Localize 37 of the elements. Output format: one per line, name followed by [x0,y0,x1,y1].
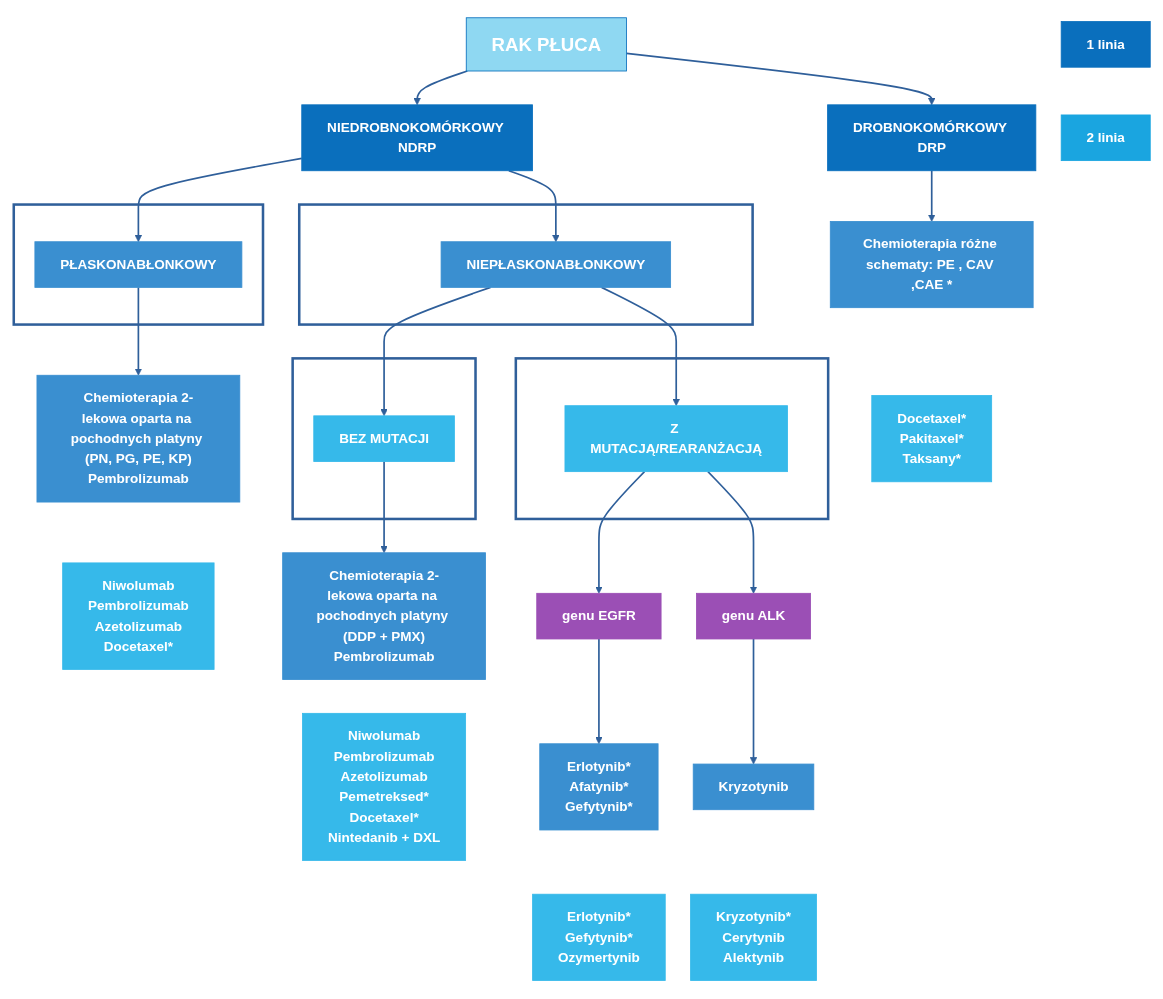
arrow [706,471,757,595]
cluster [12,203,264,327]
node-box: NIEPŁASKONABŁONKOWY [440,241,671,289]
node-box: NIEDROBNOKOMÓRKOWY NDRP [300,104,533,172]
cluster [297,203,754,327]
node-box: Chemioterapia różne schematy: PE , CAV ,CAE * [829,221,1034,309]
arrow [600,286,680,407]
node-box: BEZ MUTACJI [312,415,455,463]
cluster [514,357,829,521]
node-box: Erlotynib* Gefytynib* Ozymertynib [531,894,666,982]
node-box: Erlotynib* Afatynib* Gefytynib* [538,743,658,831]
arrow [594,638,603,745]
arrow [412,70,468,106]
node-box: 2 linia [1060,114,1151,162]
node-box: Docetaxel* Pakitaxel* Taksany* [870,395,992,483]
arrow [134,286,142,376]
arrow [134,157,303,243]
arrow [749,638,757,765]
node-box: Kryzotynib [692,764,814,811]
node-box: genu EGFR [535,593,661,640]
node-box: Z MUTACJĄ/REARANŻACJĄ [564,405,788,473]
cluster [290,357,477,521]
node-box: Kryzotynib* Cerytynib Alektynib [689,894,817,982]
arrow [379,461,388,554]
node-box: Niwolumab Pembrolizumab Azetolizumab Pemetreksed* Docetaxel* Nintedanib + DXL [301,713,466,862]
node-box: PŁASKONABŁONKOWY [33,241,242,289]
node-box: Chemioterapia 2-lekowa oparta na pochodnych platyny (PN, PG, PE, KP) Pembrolizumab [36,375,240,503]
arrow [927,170,935,223]
node-box: 1 linia [1060,21,1151,69]
node-box: Chemioterapia 2-lekowa oparta na pochodnych platyny (DDP + PMX) Pembrolizumab [281,552,486,681]
node-box: RAK PŁUCA [465,17,627,72]
arrow [379,286,491,417]
node-box: genu ALK [695,593,811,640]
arrow [594,471,645,595]
node-box: DROBNOKOMÓRKOWY DRP [826,104,1036,172]
arrow [625,53,935,106]
node-box: Niwolumab Pembrolizumab Azetolizumab Docetaxel* [61,562,214,671]
